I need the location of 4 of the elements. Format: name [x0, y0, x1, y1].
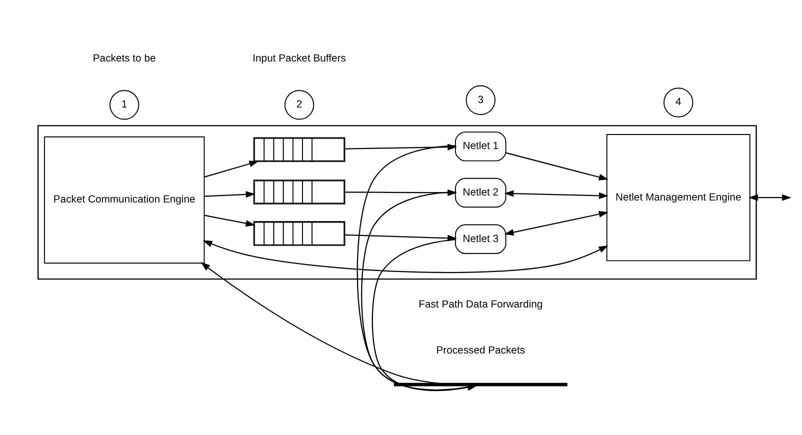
label: Processed Packets [436, 346, 526, 357]
label: Input Packet Buffers [252, 53, 346, 64]
label: Fast Path Data Forwarding [418, 299, 543, 310]
label: Packets to be [92, 53, 156, 64]
